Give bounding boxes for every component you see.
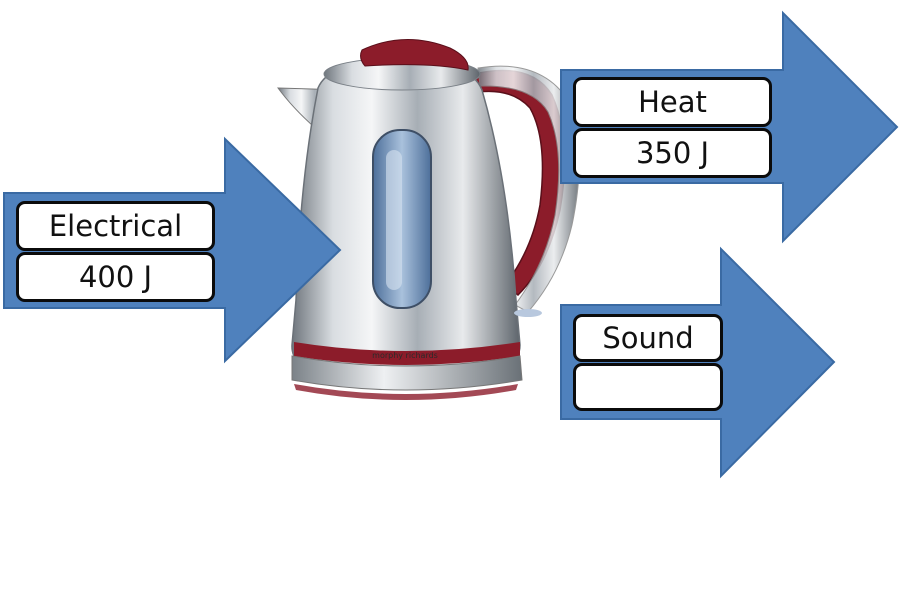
kettle-brand-logo: morphy richards xyxy=(372,351,438,360)
kettle-lid-knob xyxy=(360,39,469,71)
heat-value-box: 350 J xyxy=(573,128,772,178)
sound-value-box xyxy=(573,363,723,411)
heat-value: 350 J xyxy=(635,136,710,170)
heat-output-arrow xyxy=(560,10,899,244)
sound-output-arrow xyxy=(560,246,836,479)
sound-label-box: Sound xyxy=(573,314,723,362)
heat-label-box: Heat xyxy=(573,77,772,127)
kettle-base xyxy=(291,355,523,391)
kettle-base-ring xyxy=(294,342,520,365)
electrical-label: Electrical xyxy=(48,209,183,243)
heat-label: Heat xyxy=(638,85,707,119)
kettle-switch-light xyxy=(514,309,542,317)
electrical-value-box: 400 J xyxy=(16,252,215,302)
electrical-value: 400 J xyxy=(78,260,153,294)
electrical-label-box: Electrical xyxy=(16,201,215,251)
sound-label: Sound xyxy=(602,321,694,355)
kettle-image: morphy richards xyxy=(276,39,580,400)
